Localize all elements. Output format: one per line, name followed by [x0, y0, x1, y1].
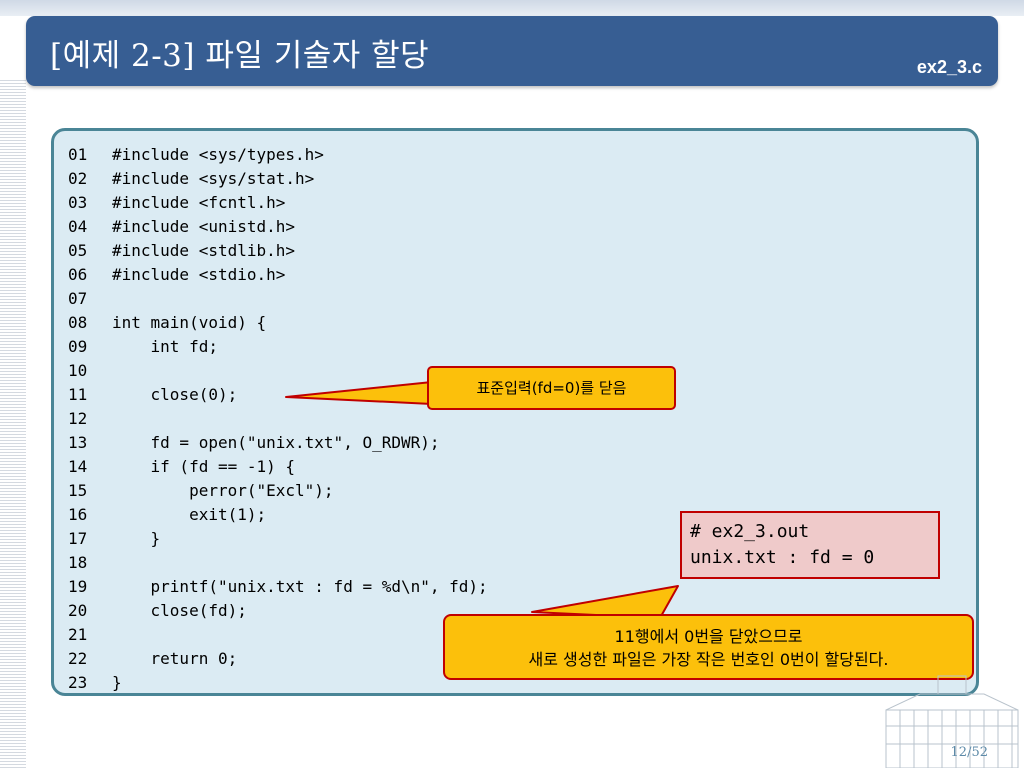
line-number: 10: [68, 361, 88, 380]
line-code: return 0;: [112, 649, 238, 668]
line-number: 11: [68, 385, 88, 404]
code-line: 23}: [68, 671, 488, 695]
line-number: 06: [68, 265, 88, 284]
callout-fd-reuse: 11행에서 0번을 닫았으므로 새로 생성한 파일은 가장 작은 번호인 0번이…: [443, 614, 974, 680]
line-code: }: [112, 529, 161, 548]
line-number: 03: [68, 193, 88, 212]
line-code: #include <fcntl.h>: [112, 193, 286, 212]
line-number: 20: [68, 601, 88, 620]
line-code: }: [112, 673, 122, 692]
line-code: printf("unix.txt : fd = %d\n", fd);: [112, 577, 488, 596]
line-code: int main(void) {: [112, 313, 267, 332]
file-name-label: ex2_3.c: [916, 57, 982, 77]
code-line: 20 close(fd);: [68, 599, 488, 623]
output-command: # ex2_3.out: [690, 521, 810, 542]
code-line: 01 #include <sys/types.h>: [68, 143, 488, 167]
line-number: 09: [68, 337, 88, 356]
output-result: unix.txt : fd = 0: [690, 547, 875, 568]
line-code: #include <stdio.h>: [112, 265, 286, 284]
slide-title: [예제 2-3] 파일 기술자 할당: [50, 38, 430, 74]
top-band: [0, 0, 1024, 16]
code-listing: 01 #include <sys/types.h> 02 #include <sys/…: [68, 143, 488, 695]
line-code: perror("Excl");: [112, 481, 334, 500]
line-code: #include <sys/types.h>: [112, 145, 324, 164]
line-number: 18: [68, 553, 88, 572]
code-line: 05 #include <stdlib.h>: [68, 239, 488, 263]
line-code: close(fd);: [112, 601, 247, 620]
code-line: 02 #include <sys/stat.h>: [68, 167, 488, 191]
line-number: 17: [68, 529, 88, 548]
callout-pointer-stdin: [285, 381, 433, 405]
line-number: 16: [68, 505, 88, 524]
code-line: 12: [68, 407, 488, 431]
code-line: 07: [68, 287, 488, 311]
code-line: 17 }: [68, 527, 488, 551]
page-number: 12/52: [950, 745, 988, 760]
title-bar: [예제 2-3] 파일 기술자 할당 ex2_3.c: [26, 16, 998, 86]
line-number: 15: [68, 481, 88, 500]
callout-fd-reuse-line1: 11행에서 0번을 닫았으므로: [614, 627, 803, 646]
code-line: 08 int main(void) {: [68, 311, 488, 335]
line-number: 14: [68, 457, 88, 476]
code-line: 09 int fd;: [68, 335, 488, 359]
line-code: close(0);: [112, 385, 238, 404]
line-code: fd = open("unix.txt", O_RDWR);: [112, 433, 440, 452]
code-line: 10: [68, 359, 488, 383]
line-number: 21: [68, 625, 88, 644]
code-line: 16 exit(1);: [68, 503, 488, 527]
code-line: 11 close(0);: [68, 383, 488, 407]
line-number: 04: [68, 217, 88, 236]
line-code: if (fd == -1) {: [112, 457, 296, 476]
line-number: 12: [68, 409, 88, 428]
line-number: 19: [68, 577, 88, 596]
code-line: 21: [68, 623, 488, 647]
program-output: # ex2_3.out unix.txt : fd = 0: [680, 511, 940, 579]
code-line: 15 perror("Excl");: [68, 479, 488, 503]
line-number: 22: [68, 649, 88, 668]
building-sketch-icon: [885, 675, 1019, 768]
code-panel: 01 #include <sys/types.h> 02 #include <sys/…: [51, 128, 979, 696]
line-number: 13: [68, 433, 88, 452]
code-line: 06 #include <stdio.h>: [68, 263, 488, 287]
callout-fd-reuse-line2: 새로 생성한 파일은 가장 작은 번호인 0번이 할당된다.: [528, 650, 889, 669]
line-code: #include <sys/stat.h>: [112, 169, 315, 188]
line-code: exit(1);: [112, 505, 267, 524]
code-line: 19 printf("unix.txt : fd = %d\n", fd);: [68, 575, 488, 599]
line-number: 07: [68, 289, 88, 308]
line-code: #include <unistd.h>: [112, 217, 296, 236]
line-number: 01: [68, 145, 88, 164]
line-number: 02: [68, 169, 88, 188]
side-stripes-decoration: [0, 80, 26, 768]
callout-stdin-close: 표준입력(fd=0)를 닫음: [427, 366, 676, 410]
line-code: int fd;: [112, 337, 218, 356]
line-number: 23: [68, 673, 88, 692]
code-line: 04 #include <unistd.h>: [68, 215, 488, 239]
code-line: 03 #include <fcntl.h>: [68, 191, 488, 215]
line-number: 05: [68, 241, 88, 260]
code-line: 13 fd = open("unix.txt", O_RDWR);: [68, 431, 488, 455]
code-line: 14 if (fd == -1) {: [68, 455, 488, 479]
line-number: 08: [68, 313, 88, 332]
code-line: 22 return 0;: [68, 647, 488, 671]
code-line: 18: [68, 551, 488, 575]
line-code: #include <stdlib.h>: [112, 241, 296, 260]
